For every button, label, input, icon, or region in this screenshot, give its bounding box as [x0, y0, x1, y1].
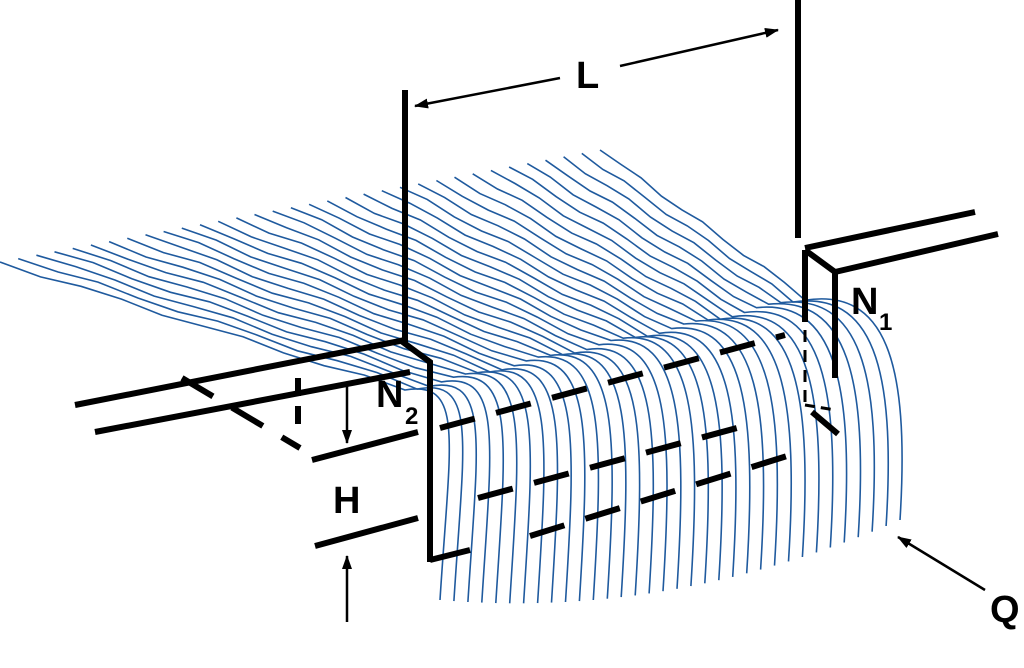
water-stream-line — [326, 200, 696, 587]
water-stream-line — [72, 247, 505, 604]
node2-subscript: 2 — [405, 403, 418, 430]
crest-bottom-edge — [429, 547, 471, 563]
water-stream-line — [472, 173, 806, 558]
dashed-mid-crest — [477, 422, 749, 501]
water-stream-line — [363, 193, 723, 581]
right-wall-top-edge — [804, 209, 976, 251]
water-stream-line — [381, 189, 737, 577]
water-stream-line — [308, 203, 682, 589]
node1-label: N — [851, 281, 878, 323]
left-wall-inner-edge — [94, 369, 411, 435]
water-stream-line — [17, 257, 464, 602]
water-stream-line — [145, 234, 559, 603]
water-stream-line — [254, 213, 641, 596]
water-stream-line — [454, 176, 793, 562]
upstream-surface-marker — [311, 429, 419, 463]
left-crest-corner — [398, 337, 433, 562]
water-stream-line — [417, 183, 765, 570]
dashed-lower-crest — [529, 449, 801, 539]
weir-structure — [74, 209, 999, 563]
water-stream-line — [36, 254, 478, 603]
water-stream-line — [508, 166, 834, 548]
water-stream-line — [163, 230, 572, 603]
water-stream-line — [217, 220, 613, 599]
water-stream-line — [345, 196, 710, 584]
right-lower-corner-edge — [810, 409, 840, 437]
discharge-label: Q — [990, 589, 1020, 631]
water-stream-line — [490, 169, 820, 553]
dashed-right-bottom — [804, 403, 836, 412]
water-stream-line — [435, 179, 779, 566]
water-stream-line — [181, 227, 586, 602]
water-stream-line — [90, 244, 518, 604]
crest-level-marker — [314, 515, 419, 549]
water-stream-line — [545, 159, 862, 538]
water-flow-lines — [0, 149, 903, 604]
water-stream-line — [127, 237, 545, 604]
length-arrow-right — [619, 28, 779, 68]
water-stream-line — [199, 223, 600, 601]
water-stream-line — [399, 186, 751, 574]
water-stream-line — [54, 251, 491, 603]
node1-subscript: 1 — [879, 309, 892, 336]
node2-label: N — [376, 374, 403, 416]
left-wall-top-edge — [74, 337, 406, 408]
water-stream-line — [563, 156, 876, 532]
dashed-left-diagonal — [180, 375, 302, 451]
right-wall-inner-edge — [834, 231, 999, 275]
water-stream-line — [599, 149, 903, 521]
length-arrow-left — [414, 76, 561, 109]
dashed-upper-crest — [439, 332, 786, 431]
water-stream-line — [236, 217, 627, 598]
water-stream-line — [108, 240, 532, 604]
discharge-arrow — [897, 535, 986, 592]
water-stream-line — [0, 261, 451, 601]
hidden-lines — [180, 330, 840, 539]
right-crest-corner — [803, 247, 838, 378]
head-label: H — [333, 480, 360, 522]
length-label: L — [576, 55, 599, 97]
